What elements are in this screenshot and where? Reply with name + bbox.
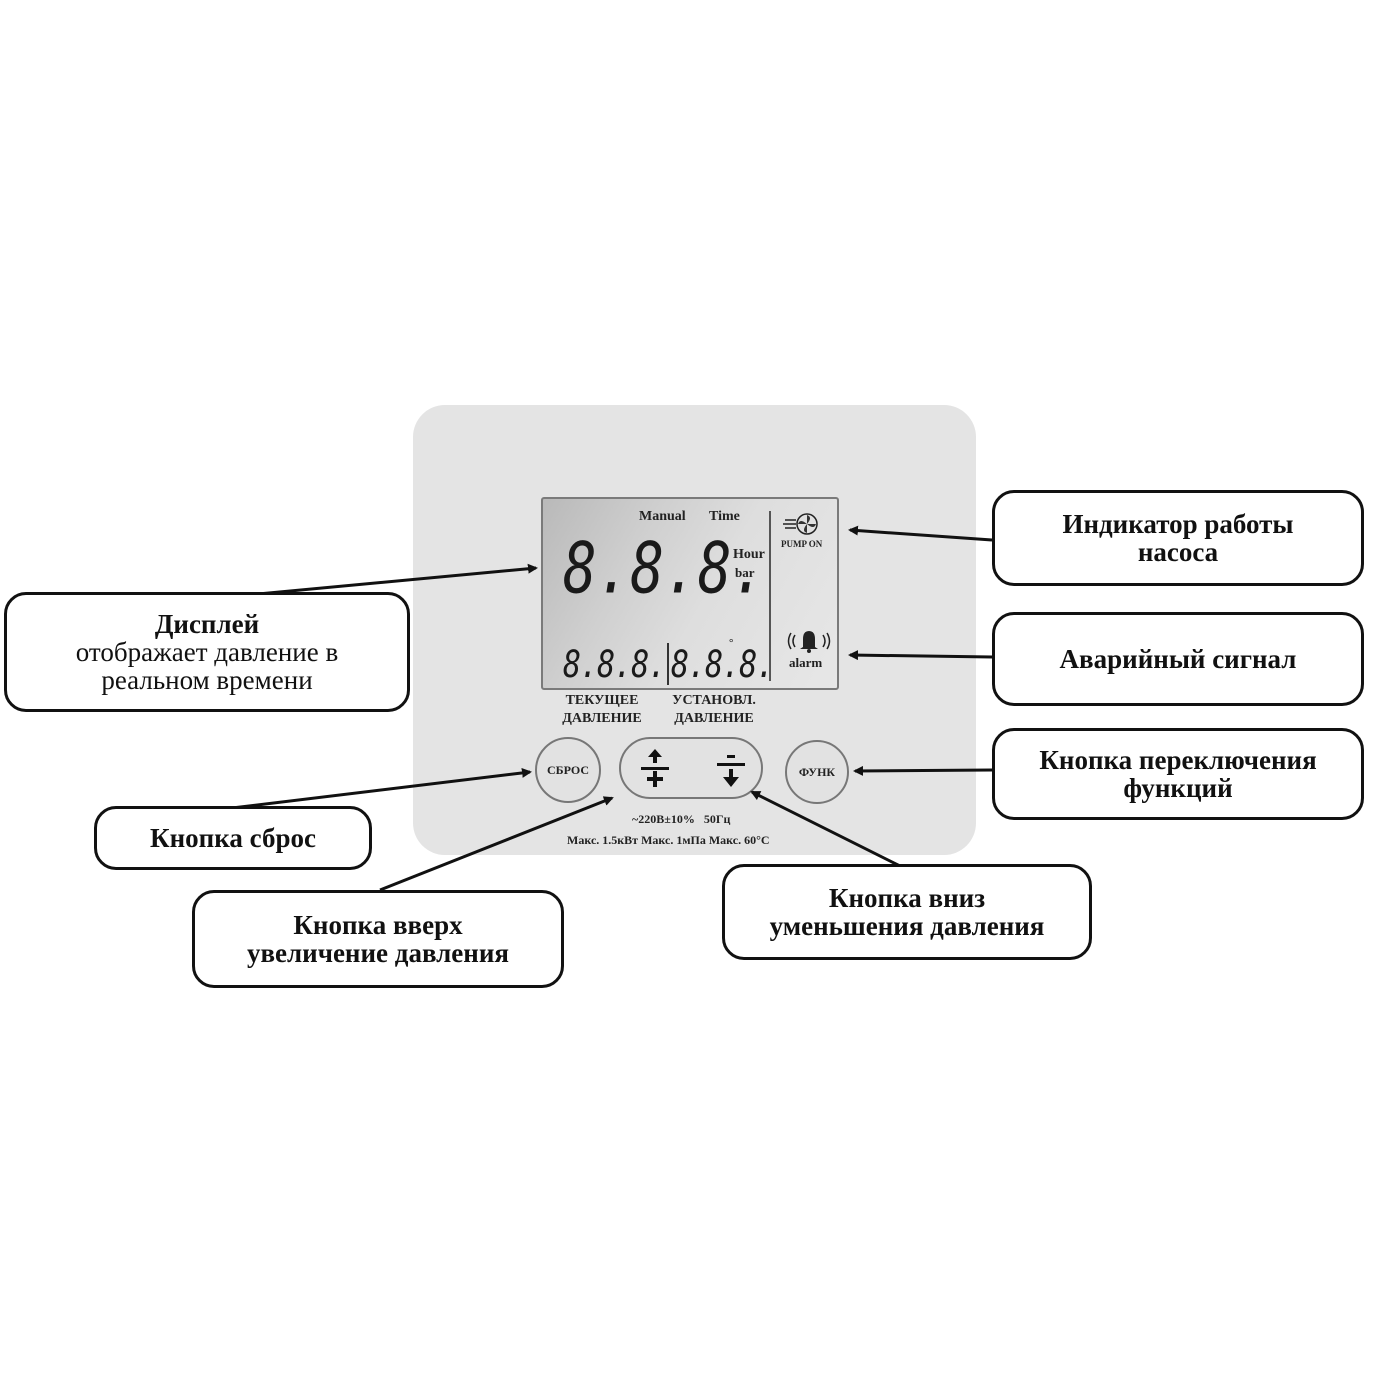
pump-callout-line2: насоса <box>1137 537 1219 567</box>
degree-mark: ° <box>729 637 734 649</box>
limits-spec: Макс. 1.5кВт Макс. 1мПа Макс. 60°С <box>567 833 770 847</box>
down-callout-line2: уменьшения давления <box>769 911 1045 941</box>
func-button[interactable]: ФУНК <box>785 740 849 804</box>
current-pressure-digits: 8.8.8. <box>563 643 666 687</box>
lcd-vertical-divider <box>769 511 771 681</box>
alarm-bell-icon <box>783 627 835 653</box>
alarm-callout: Аварийный сигнал <box>992 612 1364 706</box>
set-pressure-label: УСТАНОВЛ. ДАВЛЕНИЕ <box>662 692 766 728</box>
alarm-callout-text: Аварийный сигнал <box>1059 644 1297 674</box>
reset-arrow <box>231 767 532 810</box>
alarm-arrow <box>848 650 993 661</box>
alarm-label: alarm <box>789 655 823 670</box>
reset-button[interactable]: СБРОС <box>535 737 601 803</box>
reset-callout-text: Кнопка сброс <box>150 823 316 853</box>
bar-label: bar <box>735 565 755 580</box>
pump-callout-line1: Индикатор работы <box>1062 509 1294 539</box>
down-minus-icon[interactable] <box>713 747 749 791</box>
set-pressure-label-line2: ДАВЛЕНИЕ <box>674 711 754 726</box>
func-callout-line2: функций <box>1123 773 1233 803</box>
manual-label: Manual <box>639 509 686 524</box>
up-callout-line2: увеличение давления <box>246 938 510 968</box>
display-callout-desc2: реальном времени <box>101 665 313 695</box>
main-pressure-digits: 8.8.8. <box>563 528 766 610</box>
current-pressure-label: ТЕКУЩЕЕ ДАВЛЕНИЕ <box>552 692 652 728</box>
pump-callout: Индикатор работы насоса <box>992 490 1364 586</box>
up-down-button-group <box>619 737 763 799</box>
set-pressure-digits: 8.8.8. <box>671 643 774 687</box>
hour-label: Hour <box>733 547 765 562</box>
set-pressure-label-line1: УСТАНОВЛ. <box>672 693 756 708</box>
func-arrow <box>853 765 993 776</box>
up-callout: Кнопка вверх увеличение давления <box>192 890 564 988</box>
up-arrow <box>379 796 614 892</box>
current-pressure-label-line1: ТЕКУЩЕЕ <box>565 693 639 708</box>
pump-arrow <box>848 525 993 542</box>
func-callout: Кнопка переключения функций <box>992 728 1364 820</box>
current-pressure-label-line2: ДАВЛЕНИЕ <box>562 711 642 726</box>
down-arrow <box>750 790 901 868</box>
func-callout-line1: Кнопка переключения <box>1039 745 1317 775</box>
pump-fan-icon <box>783 511 823 537</box>
down-callout: Кнопка вниз уменьшения давления <box>722 864 1092 960</box>
up-plus-icon[interactable] <box>637 747 673 791</box>
sub-display-separator <box>667 643 669 685</box>
reset-callout: Кнопка сброс <box>94 806 372 870</box>
time-label: Time <box>709 509 740 524</box>
down-callout-line1: Кнопка вниз <box>828 883 986 913</box>
power-spec: ~220В±10% 50Гц <box>632 812 731 826</box>
display-callout-title: Дисплей <box>154 609 260 639</box>
display-callout-desc1: отображает давление в <box>75 637 339 667</box>
up-callout-line1: Кнопка вверх <box>293 910 463 940</box>
display-callout: Дисплей отображает давление в реальном в… <box>4 592 410 712</box>
lcd-display: Manual Time 8.8.8. Hour bar 8.8.8. 8.8.8… <box>541 497 839 690</box>
pump-on-label: PUMP ON <box>781 539 823 549</box>
